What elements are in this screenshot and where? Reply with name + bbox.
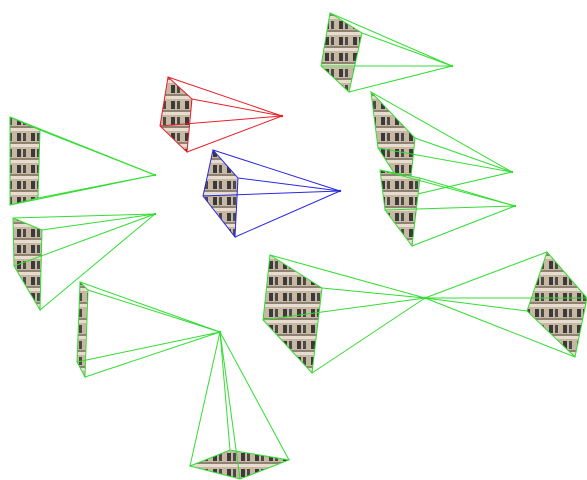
frustum-edge-cam-mid-right-b-2 — [411, 205, 516, 247]
frustum-edge-cam-center-pair-right-2 — [424, 297, 576, 358]
camera-center-cam-left-b — [153, 212, 157, 216]
camera-frustum-cam-mid-right-a — [370, 90, 514, 198]
camera-center-cam-mid-right-b — [513, 204, 517, 208]
camera-frustum-cam-bottom-left-a — [76, 280, 222, 379]
camera-frustum-cam-left-b — [12, 212, 157, 312]
camera-frustum-cam-bottom-left-b — [188, 330, 291, 480]
frustum-edge-cam-top-right-1 — [361, 32, 453, 67]
frustum-edge-cam-top-right-2 — [348, 65, 453, 93]
image-plane-cam-left-b — [13, 218, 42, 310]
frustum-edge-cam-mid-right-a-3 — [377, 147, 513, 173]
camera-center-cam-query — [280, 114, 284, 118]
frustum-edge-cam-mid-right-b-3 — [384, 205, 516, 211]
image-plane-cam-top-right — [321, 13, 362, 92]
frustum-edge-cam-top-right-0 — [329, 12, 453, 67]
frustum-edge-cam-mid-right-b-0 — [379, 169, 516, 207]
camera-frustum-cam-query — [159, 76, 284, 154]
camera-frustum-cam-top-right — [320, 12, 454, 93]
camera-frustum-cam-center-pair-right — [423, 251, 587, 358]
frustum-edge-cam-bottom-left-a-1 — [87, 289, 221, 333]
frustum-edge-cam-center-pair-left-0 — [269, 254, 426, 299]
frustum-edge-cam-center-pair-right-0 — [424, 251, 548, 299]
frustum-edge-cam-query-3 — [159, 115, 283, 127]
frustum-edge-cam-bottom-left-a-0 — [79, 281, 221, 333]
camera-frustum-cam-center-pair-left — [262, 254, 427, 375]
frustum-edge-cam-bottom-left-b-2 — [219, 331, 290, 461]
frustum-edge-cam-center-pair-right-3 — [424, 297, 528, 312]
camera-frustum-cam-mid-right-b — [379, 169, 517, 248]
image-plane-cam-mid-right-a — [371, 92, 415, 196]
frustum-edge-cam-left-a-3 — [9, 174, 156, 206]
frustum-edge-cam-left-b-0 — [12, 213, 156, 219]
frustum-edge-cam-mid-right-a-1 — [414, 137, 513, 173]
image-plane-cam-bottom-left-a — [77, 282, 88, 377]
frustum-edge-cam-query-2 — [186, 115, 283, 153]
frustum-edge-cam-estimated-3 — [202, 190, 341, 197]
image-plane-cam-mid-right-b — [380, 170, 420, 246]
frustum-edge-cam-center-pair-left-3 — [262, 297, 426, 321]
frustum-edge-cam-center-pair-left-2 — [311, 297, 426, 374]
camera-center-cam-bottom-left-b — [218, 330, 222, 334]
frustum-edge-cam-center-pair-left-1 — [321, 287, 426, 299]
frustum-edge-cam-bottom-left-b-0 — [189, 331, 221, 467]
camera-center-cam-estimated — [338, 189, 342, 193]
image-plane-cam-left-a — [10, 117, 40, 205]
frustum-layer — [9, 12, 587, 480]
frustum-edge-cam-left-a-1 — [39, 129, 156, 176]
camera-frustum-cam-estimated — [202, 148, 342, 239]
frustum-edge-cam-mid-right-b-1 — [419, 177, 516, 207]
frustum-edge-cam-bottom-left-b-3 — [219, 331, 241, 480]
frustum-edge-cam-mid-right-a-0 — [370, 91, 513, 173]
frustum-edge-cam-query-1 — [191, 98, 283, 117]
frustum-edge-cam-bottom-left-a-3 — [76, 331, 221, 363]
image-plane-cam-bottom-left-b — [190, 450, 289, 479]
camera-center-cam-left-a — [153, 173, 157, 177]
camera-center-cam-center-pair-right — [423, 296, 427, 300]
frustum-edge-cam-bottom-left-a-2 — [84, 331, 221, 378]
frustum-edge-cam-bottom-left-b-1 — [219, 331, 231, 451]
frustum-edge-cam-estimated-0 — [212, 149, 341, 192]
frustum-edge-cam-estimated-1 — [237, 177, 341, 192]
frustum-edge-cam-left-b-3 — [13, 213, 156, 267]
frustum-edge-cam-mid-right-a-2 — [408, 171, 513, 197]
camera-center-cam-top-right — [450, 64, 454, 68]
image-plane-cam-center-pair-right — [527, 252, 587, 357]
image-plane-cam-center-pair-left — [263, 255, 322, 373]
frustum-edge-cam-left-b-2 — [39, 213, 156, 311]
frustum-edge-cam-query-0 — [167, 76, 283, 117]
camera-center-cam-mid-right-a — [510, 170, 514, 174]
frustum-edge-cam-estimated-2 — [234, 190, 341, 238]
camera-frustum-cam-left-a — [9, 116, 157, 206]
frustum-edge-cam-left-b-1 — [41, 213, 156, 231]
image-plane-cam-estimated — [203, 150, 238, 237]
